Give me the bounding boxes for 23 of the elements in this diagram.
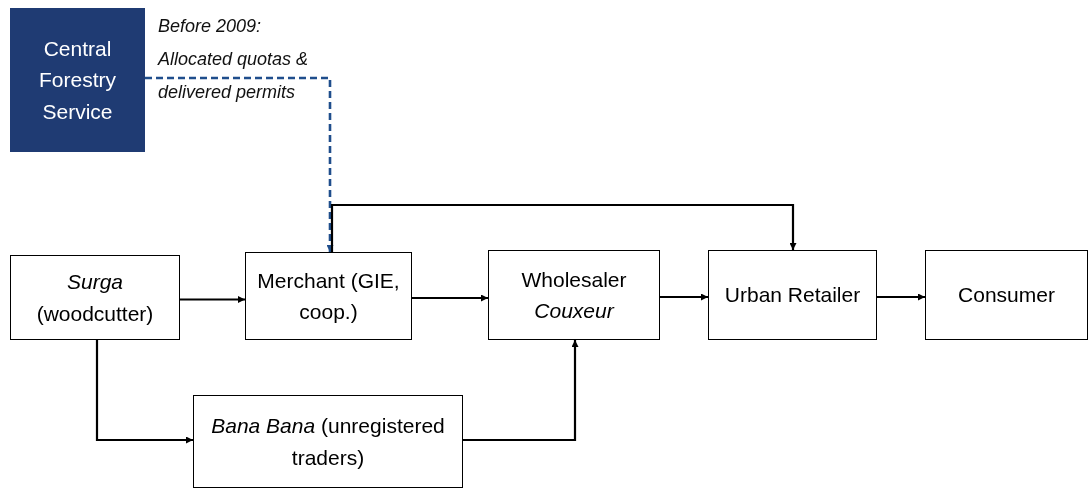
node-label: Consumer	[957, 282, 1056, 309]
process-box	[245, 252, 412, 340]
process-box	[10, 255, 180, 340]
process-box	[925, 250, 1088, 340]
process-box	[708, 250, 877, 340]
arrow	[330, 203, 797, 252]
node-label: Surga (woodcutter)	[35, 269, 155, 327]
node-label: Bana Bana (unregistered traders)	[210, 413, 446, 471]
node-label: Urban Retailer	[723, 282, 862, 309]
arrow	[95, 340, 193, 444]
dashed-arrow	[145, 76, 334, 252]
arrow	[877, 293, 925, 301]
node-label: Wholesaler Couxeur	[520, 266, 628, 324]
agency-box	[10, 8, 145, 152]
node-label: Merchant (GIE, coop.)	[256, 267, 401, 325]
edge-label: Before 2009: Allocated quotas & delivered permits	[158, 15, 310, 104]
process-box	[488, 250, 660, 340]
arrow	[463, 340, 579, 442]
arrow	[180, 296, 245, 303]
arrow	[412, 294, 488, 302]
node-label: Central Forestry Service	[38, 35, 117, 125]
process-box	[193, 395, 463, 488]
arrow	[660, 293, 708, 301]
